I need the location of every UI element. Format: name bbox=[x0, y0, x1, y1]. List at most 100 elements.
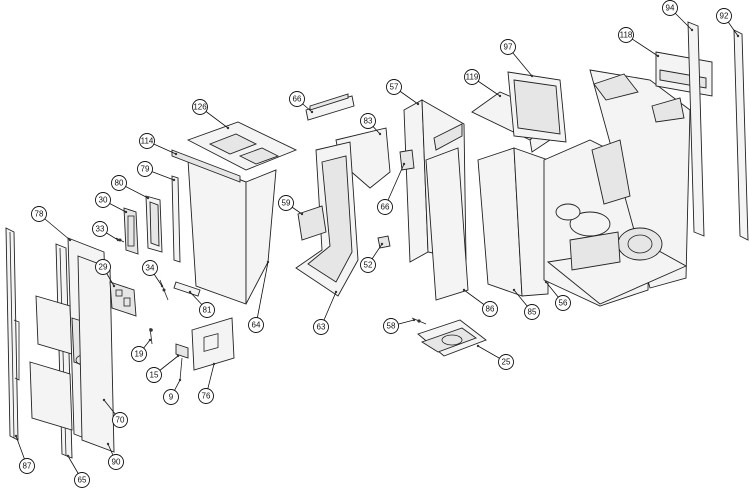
callout-79: 79 bbox=[137, 161, 153, 177]
callout-90: 90 bbox=[108, 454, 124, 470]
svg-text:80: 80 bbox=[115, 179, 124, 188]
svg-text:87: 87 bbox=[23, 462, 32, 471]
callout-64: 64 bbox=[248, 317, 264, 333]
svg-text:76: 76 bbox=[202, 392, 211, 401]
leader-end-c87 bbox=[14, 434, 18, 438]
svg-text:33: 33 bbox=[96, 225, 105, 234]
svg-text:92: 92 bbox=[720, 12, 729, 21]
callout-63: 63 bbox=[313, 319, 329, 335]
callout-118: 118 bbox=[618, 27, 634, 43]
svg-text:64: 64 bbox=[252, 321, 261, 330]
leader-end-c63 bbox=[334, 290, 338, 294]
part-79-strip bbox=[171, 175, 181, 263]
part-90-panel bbox=[77, 255, 115, 453]
part-29-board bbox=[109, 281, 137, 317]
leader-end-c19 bbox=[148, 338, 152, 342]
leader-end-c78 bbox=[68, 238, 72, 242]
svg-text:58: 58 bbox=[387, 322, 396, 331]
leader-end-c86 bbox=[462, 288, 466, 292]
leader-end-c90 bbox=[106, 442, 110, 446]
svg-text:79: 79 bbox=[141, 165, 150, 174]
svg-text:19: 19 bbox=[135, 350, 144, 359]
leader-end-c92 bbox=[736, 34, 740, 38]
svg-text:66: 66 bbox=[381, 203, 390, 212]
svg-text:78: 78 bbox=[35, 210, 44, 219]
leader-end-c15 bbox=[176, 354, 180, 358]
callout-19: 19 bbox=[131, 346, 147, 362]
leader-end-c79 bbox=[172, 178, 176, 182]
part-76-cover bbox=[191, 317, 235, 371]
callout-66-lower: 66 bbox=[377, 199, 393, 215]
callout-9: 9 bbox=[163, 389, 179, 405]
svg-text:30: 30 bbox=[99, 196, 108, 205]
svg-text:85: 85 bbox=[528, 308, 537, 317]
part-81-bracket bbox=[173, 281, 201, 297]
svg-text:65: 65 bbox=[78, 476, 87, 485]
callout-76: 76 bbox=[198, 388, 214, 404]
callout-78: 78 bbox=[31, 206, 47, 222]
part-94-rail bbox=[687, 21, 705, 237]
leader-end-c119 bbox=[498, 94, 502, 98]
svg-text:118: 118 bbox=[620, 31, 633, 40]
part-80-bracket bbox=[145, 195, 163, 253]
leader-end-c81 bbox=[188, 290, 192, 294]
part-126-hopper-top bbox=[186, 121, 298, 171]
callout-81: 81 bbox=[199, 302, 215, 318]
leader-end-c25 bbox=[476, 344, 480, 348]
part-25-blower bbox=[417, 319, 487, 357]
svg-text:66: 66 bbox=[293, 95, 302, 104]
part-85-panel bbox=[477, 147, 549, 297]
part-52-clip bbox=[377, 235, 391, 249]
leader-end-c83 bbox=[378, 132, 382, 136]
callout-33: 33 bbox=[92, 221, 108, 237]
svg-text:83: 83 bbox=[364, 117, 373, 126]
leader-end-c30 bbox=[124, 210, 128, 214]
svg-text:63: 63 bbox=[317, 323, 326, 332]
callout-114: 114 bbox=[139, 133, 155, 149]
svg-text:94: 94 bbox=[666, 4, 675, 13]
leader-end-c29 bbox=[112, 284, 116, 288]
part-33-screw bbox=[115, 237, 125, 243]
callout-86: 86 bbox=[482, 301, 498, 317]
svg-text:97: 97 bbox=[504, 43, 513, 52]
leader-end-c52 bbox=[380, 242, 384, 246]
part-19-fitting bbox=[149, 327, 153, 345]
leader-end-c59 bbox=[300, 212, 304, 216]
part-86-inner-panel bbox=[425, 147, 469, 301]
svg-text:86: 86 bbox=[486, 305, 495, 314]
callout-52: 52 bbox=[360, 257, 376, 273]
svg-text:57: 57 bbox=[390, 83, 399, 92]
leader-end-c65 bbox=[66, 454, 70, 458]
callout-97: 97 bbox=[500, 39, 516, 55]
svg-text:29: 29 bbox=[99, 263, 108, 272]
svg-text:70: 70 bbox=[116, 416, 125, 425]
leader-end-c66a bbox=[310, 110, 314, 114]
svg-text:34: 34 bbox=[146, 264, 155, 273]
leader-end-c64 bbox=[266, 260, 270, 264]
part-92-rail bbox=[733, 29, 749, 241]
callout-30: 30 bbox=[95, 192, 111, 208]
part-97-gasket-frame bbox=[507, 71, 567, 143]
callout-25: 25 bbox=[498, 354, 514, 370]
svg-text:9: 9 bbox=[169, 393, 174, 402]
callout-83: 83 bbox=[360, 113, 376, 129]
leader-end-c56 bbox=[544, 280, 548, 284]
svg-text:56: 56 bbox=[559, 299, 568, 308]
callout-29: 29 bbox=[95, 259, 111, 275]
leader-end-c9 bbox=[178, 378, 182, 382]
part-118-bracket bbox=[655, 51, 713, 97]
leader-end-c126 bbox=[226, 126, 230, 130]
leader-end-c33 bbox=[116, 238, 120, 242]
callout-80: 80 bbox=[111, 175, 127, 191]
callout-57: 57 bbox=[386, 79, 402, 95]
svg-text:52: 52 bbox=[364, 261, 373, 270]
callout-119: 119 bbox=[464, 69, 480, 85]
callout-85: 85 bbox=[524, 304, 540, 320]
callout-15: 15 bbox=[146, 367, 162, 383]
svg-text:59: 59 bbox=[282, 199, 291, 208]
part-15-switch bbox=[175, 343, 189, 381]
callout-94: 94 bbox=[662, 0, 678, 16]
callout-92: 92 bbox=[716, 8, 732, 24]
callout-65: 65 bbox=[74, 472, 90, 488]
